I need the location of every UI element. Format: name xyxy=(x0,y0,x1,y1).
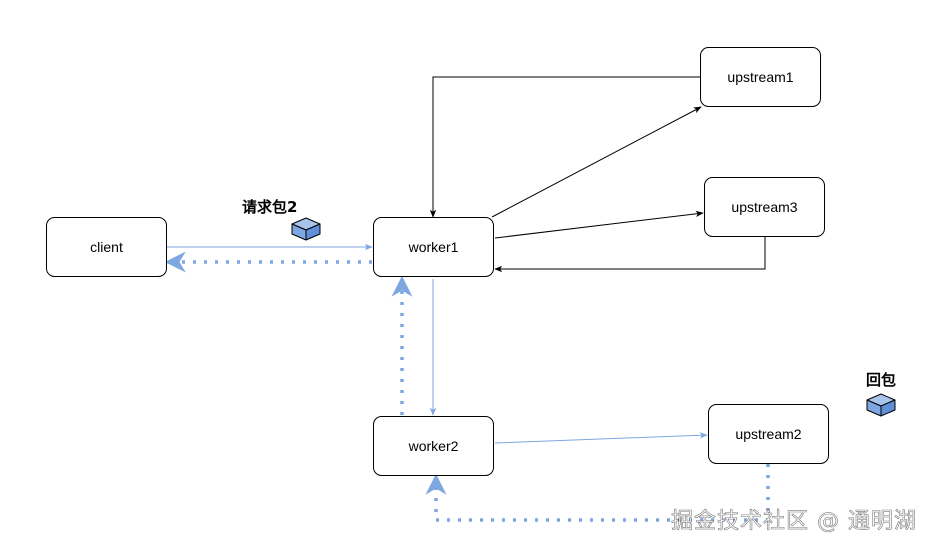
edge-upstream1-to-worker1 xyxy=(429,76,700,218)
edge-worker1-to-upstream1 xyxy=(491,106,702,218)
node-worker1-label: worker1 xyxy=(408,239,459,255)
node-upstream3-label: upstream3 xyxy=(731,199,797,215)
packet-icon xyxy=(291,217,321,241)
node-client: client xyxy=(46,217,167,277)
packet-icon xyxy=(866,393,896,417)
request-packet-label: 请求包2 xyxy=(242,198,297,216)
node-upstream1-label: upstream1 xyxy=(727,69,793,85)
edge-upstream3-to-worker1 xyxy=(494,237,766,273)
edge-worker1-to-upstream3 xyxy=(494,210,704,239)
node-worker1: worker1 xyxy=(373,217,494,277)
node-worker2: worker2 xyxy=(373,416,494,476)
node-worker2-label: worker2 xyxy=(408,438,459,454)
node-client-label: client xyxy=(90,239,123,255)
node-upstream3: upstream3 xyxy=(704,177,825,237)
edge-worker2-to-upstream2 xyxy=(494,432,708,444)
watermark: 掘金技术社区 @ 通明湖 xyxy=(671,509,917,535)
node-upstream2: upstream2 xyxy=(708,404,829,464)
response-packet-label: 回包 xyxy=(866,371,896,389)
node-upstream1: upstream1 xyxy=(700,47,821,107)
dotted-upstream2-to-worker2 xyxy=(425,464,770,522)
node-upstream2-label: upstream2 xyxy=(735,426,801,442)
